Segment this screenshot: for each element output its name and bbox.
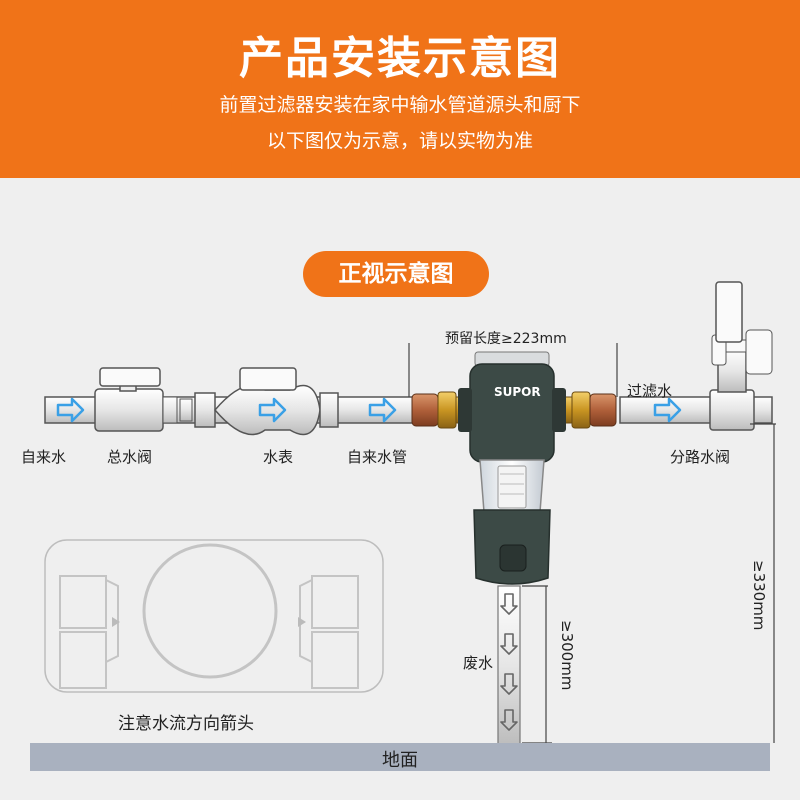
- dim-330-label: ≥330mm: [750, 560, 768, 631]
- brand-logo: SUPOR: [494, 385, 541, 399]
- flow-note-label: 注意水流方向箭头: [118, 714, 254, 734]
- dim-300-label: ≥300mm: [558, 620, 576, 691]
- waste-water-label: 废水: [463, 654, 494, 672]
- water-meter: [194, 367, 339, 436]
- main-valve: [94, 367, 193, 432]
- page-title: 产品安装示意图: [239, 33, 561, 84]
- water-meter-label: 水表: [263, 448, 294, 466]
- main-valve-label: 总水阀: [107, 448, 153, 466]
- subtitle-line-1: 前置过滤器安装在家中输水管道源头和厨下: [219, 94, 581, 116]
- preset-length-bracket: [408, 343, 618, 397]
- ground-label: 地面: [382, 750, 418, 771]
- ground-bar: [30, 743, 770, 771]
- section-pill: 正视示意图: [303, 251, 489, 297]
- dim-330-bracket: [750, 423, 776, 743]
- drain-tube: [497, 585, 521, 747]
- tap-water-label: 自来水: [21, 448, 67, 466]
- header-banner: [0, 0, 800, 178]
- flow-direction-inset: [44, 539, 384, 693]
- branch-valve-label: 分路水阀: [670, 448, 731, 466]
- filtered-water-label: 过滤水: [627, 382, 673, 400]
- branch-valve: [709, 281, 773, 431]
- subtitle-line-2: 以下图仅为示意，请以实物为准: [266, 130, 533, 152]
- tap-water-pipe-label: 自来水管: [347, 448, 408, 466]
- prefilter: [458, 351, 566, 585]
- preset-length-label: 预留长度≥223mm: [445, 331, 567, 347]
- dim-300-bracket: [522, 585, 552, 744]
- flow-arrow: [56, 397, 682, 423]
